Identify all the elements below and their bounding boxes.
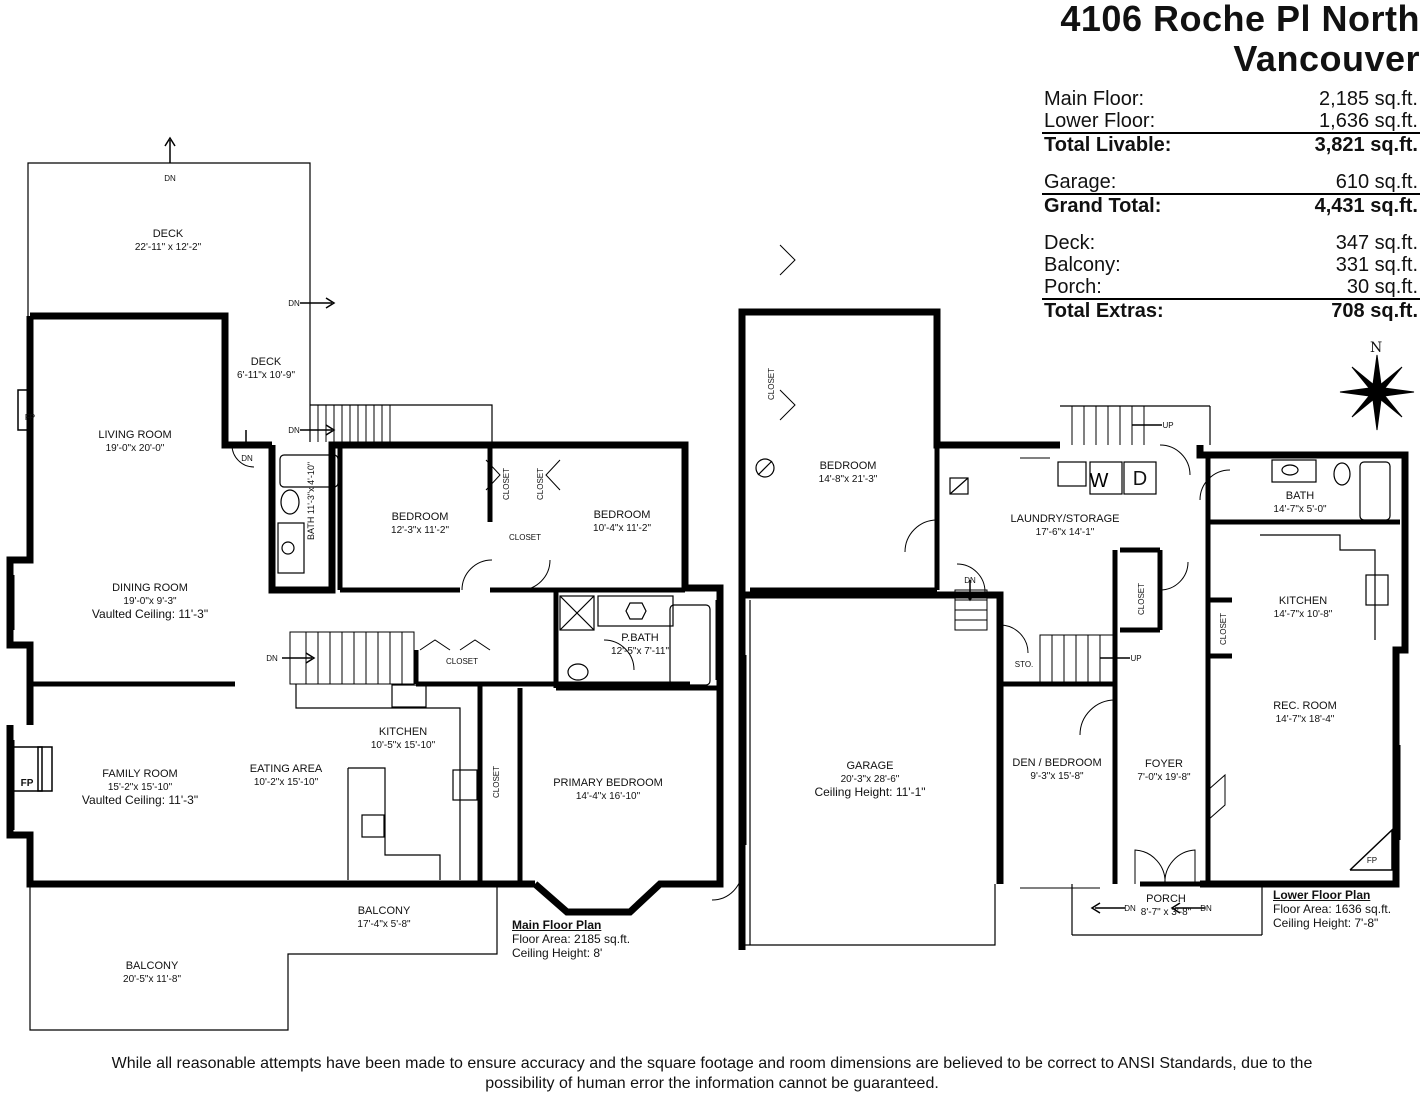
main-floor-plan-info: Main Floor Plan Floor Area: 2185 sq.ft. …	[512, 918, 631, 960]
closet-label: CLOSET	[508, 533, 542, 542]
dn-label: DN	[164, 174, 176, 183]
lower-fireplace	[1349, 828, 1393, 871]
lower-arrows	[964, 424, 1205, 914]
area-row-porch: Porch:30 sq.ft.	[1044, 276, 1418, 298]
address-line-2: Vancouver	[1233, 38, 1420, 79]
area-row-total-livable: Total Livable:3,821 sq.ft.	[1042, 132, 1420, 156]
lower-door-swings	[711, 244, 1231, 901]
sto-label: STO.	[1014, 660, 1034, 669]
closet-label: CLOSET	[767, 367, 776, 400]
closet-label: CLOSET	[1219, 612, 1228, 645]
dn-label: DN	[288, 299, 300, 308]
closet-label: CLOSET	[502, 467, 511, 500]
fp-label: FP	[1366, 856, 1378, 865]
main-windows	[13, 318, 717, 888]
disclaimer-text: While all reasonable attempts have been …	[111, 1055, 1313, 1092]
area-row-main-floor: Main Floor:2,185 sq.ft.	[1044, 88, 1418, 110]
fp-label: FP	[24, 413, 36, 422]
lower-floor-interior-walls	[750, 445, 1400, 887]
up-label: UP	[1130, 654, 1142, 663]
dryer-icon: D	[1132, 468, 1148, 490]
deck-outline	[27, 162, 493, 442]
main-fireplace	[11, 389, 53, 792]
area-row-total-extras: Total Extras:708 sq.ft.	[1042, 298, 1420, 322]
lower-windows	[745, 457, 1401, 889]
bath-fixtures	[277, 454, 711, 686]
dn-label: DN	[1200, 904, 1212, 913]
dn-label: DN	[241, 454, 253, 463]
north-label: N	[1370, 340, 1383, 356]
closet-label: CLOSET	[536, 467, 545, 500]
area-summary: Main Floor:2,185 sq.ft. Lower Floor:1,63…	[1042, 88, 1420, 322]
dn-label: DN	[266, 654, 278, 663]
main-kitchen-counters	[295, 684, 478, 880]
lower-stairs	[954, 406, 1145, 684]
lower-floor-plan-info: Lower Floor Plan Floor Area: 1636 sq.ft.…	[1273, 888, 1392, 930]
main-floor-exterior-walls	[6, 312, 724, 916]
closet-label: CLOSET	[492, 765, 501, 798]
balcony-outline	[29, 884, 498, 1031]
lower-fixtures	[755, 458, 1391, 640]
area-row-deck: Deck:347 sq.ft.	[1044, 232, 1418, 254]
deck-stairs	[317, 405, 391, 442]
fp-label: FP	[20, 778, 34, 789]
main-door-swings	[231, 444, 635, 671]
main-floor-interior-walls	[30, 448, 720, 884]
main-floor-arrows	[164, 136, 336, 664]
area-row-grand-total: Grand Total:4,431 sq.ft.	[1042, 193, 1420, 217]
closet-label: CLOSET	[445, 657, 479, 666]
address-line-1: 4106 Roche Pl North	[1060, 0, 1420, 39]
dn-label: DN	[288, 426, 300, 435]
area-row-lower-floor: Lower Floor:1,636 sq.ft.	[1044, 110, 1418, 132]
lower-floor-thin-lines	[741, 405, 1263, 950]
closet-label: CLOSET	[1137, 582, 1146, 615]
area-row-garage: Garage:610 sq.ft.	[1044, 171, 1418, 193]
up-label: UP	[1162, 421, 1174, 430]
room-bath: BATH 11'-3"x 4'-10"	[306, 461, 316, 540]
dn-label: DN	[1124, 904, 1136, 913]
lower-floor-exterior-walls	[738, 308, 1409, 950]
main-interior-stairs	[289, 631, 415, 685]
compass-icon	[1339, 354, 1415, 431]
washer-icon: W	[1090, 470, 1109, 492]
area-row-balcony: Balcony:331 sq.ft.	[1044, 254, 1418, 276]
dn-label: DN	[964, 576, 976, 585]
